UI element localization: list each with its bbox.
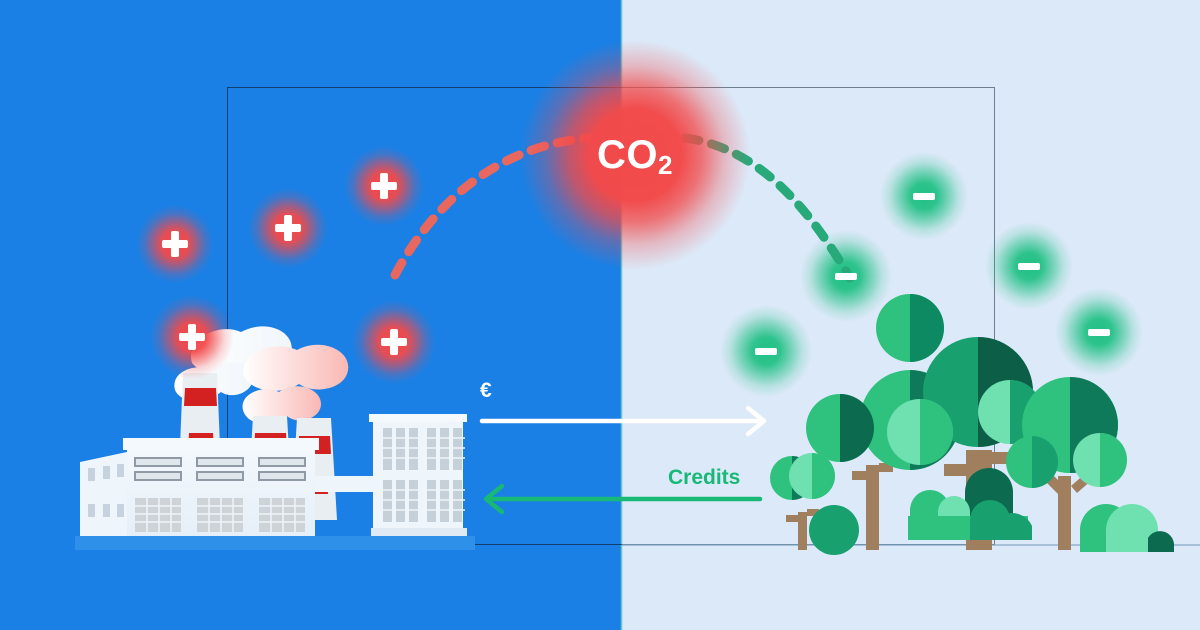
offset-marker-1 bbox=[880, 152, 968, 240]
co2-badge: CO2 bbox=[520, 40, 750, 270]
factory-left-annex bbox=[80, 452, 127, 548]
tree-canopies bbox=[770, 294, 1127, 500]
factory-main-building bbox=[123, 438, 319, 548]
offset-marker-3 bbox=[720, 305, 812, 397]
exchange-flows bbox=[460, 370, 790, 520]
offset-marker-4 bbox=[985, 222, 1073, 310]
credits-flow-label: Credits bbox=[668, 466, 741, 489]
ground-line bbox=[622, 544, 1200, 546]
bushes bbox=[809, 468, 1174, 555]
factory-window-grids bbox=[135, 498, 305, 532]
credits-flow-arrow bbox=[483, 483, 763, 515]
minus-icon bbox=[913, 192, 935, 200]
minus-icon bbox=[755, 347, 777, 355]
factory-connector bbox=[315, 476, 373, 492]
co2-label: CO2 bbox=[597, 132, 673, 180]
plus-icon bbox=[275, 215, 301, 241]
side-divider bbox=[620, 0, 623, 630]
minus-icon bbox=[835, 272, 857, 280]
emission-marker-5 bbox=[352, 300, 436, 384]
emission-marker-2 bbox=[248, 188, 328, 268]
offset-marker-5 bbox=[1055, 288, 1143, 376]
plus-icon bbox=[371, 173, 397, 199]
emission-marker-1 bbox=[136, 205, 214, 283]
factory-base-shadow bbox=[75, 536, 475, 550]
minus-icon bbox=[1088, 328, 1110, 336]
carbon-absorbing-forest bbox=[770, 280, 1200, 570]
emission-marker-4 bbox=[150, 295, 234, 379]
plus-icon bbox=[381, 329, 407, 355]
factory-roof-vents bbox=[134, 457, 306, 481]
plus-icon bbox=[162, 231, 188, 257]
money-flow-label: € bbox=[480, 379, 492, 402]
minus-icon bbox=[1018, 262, 1040, 270]
offset-marker-2 bbox=[800, 230, 892, 322]
factory-right-tower bbox=[369, 414, 467, 538]
plus-icon bbox=[179, 324, 205, 350]
money-flow-arrow bbox=[479, 405, 767, 437]
emission-marker-3 bbox=[344, 146, 424, 226]
